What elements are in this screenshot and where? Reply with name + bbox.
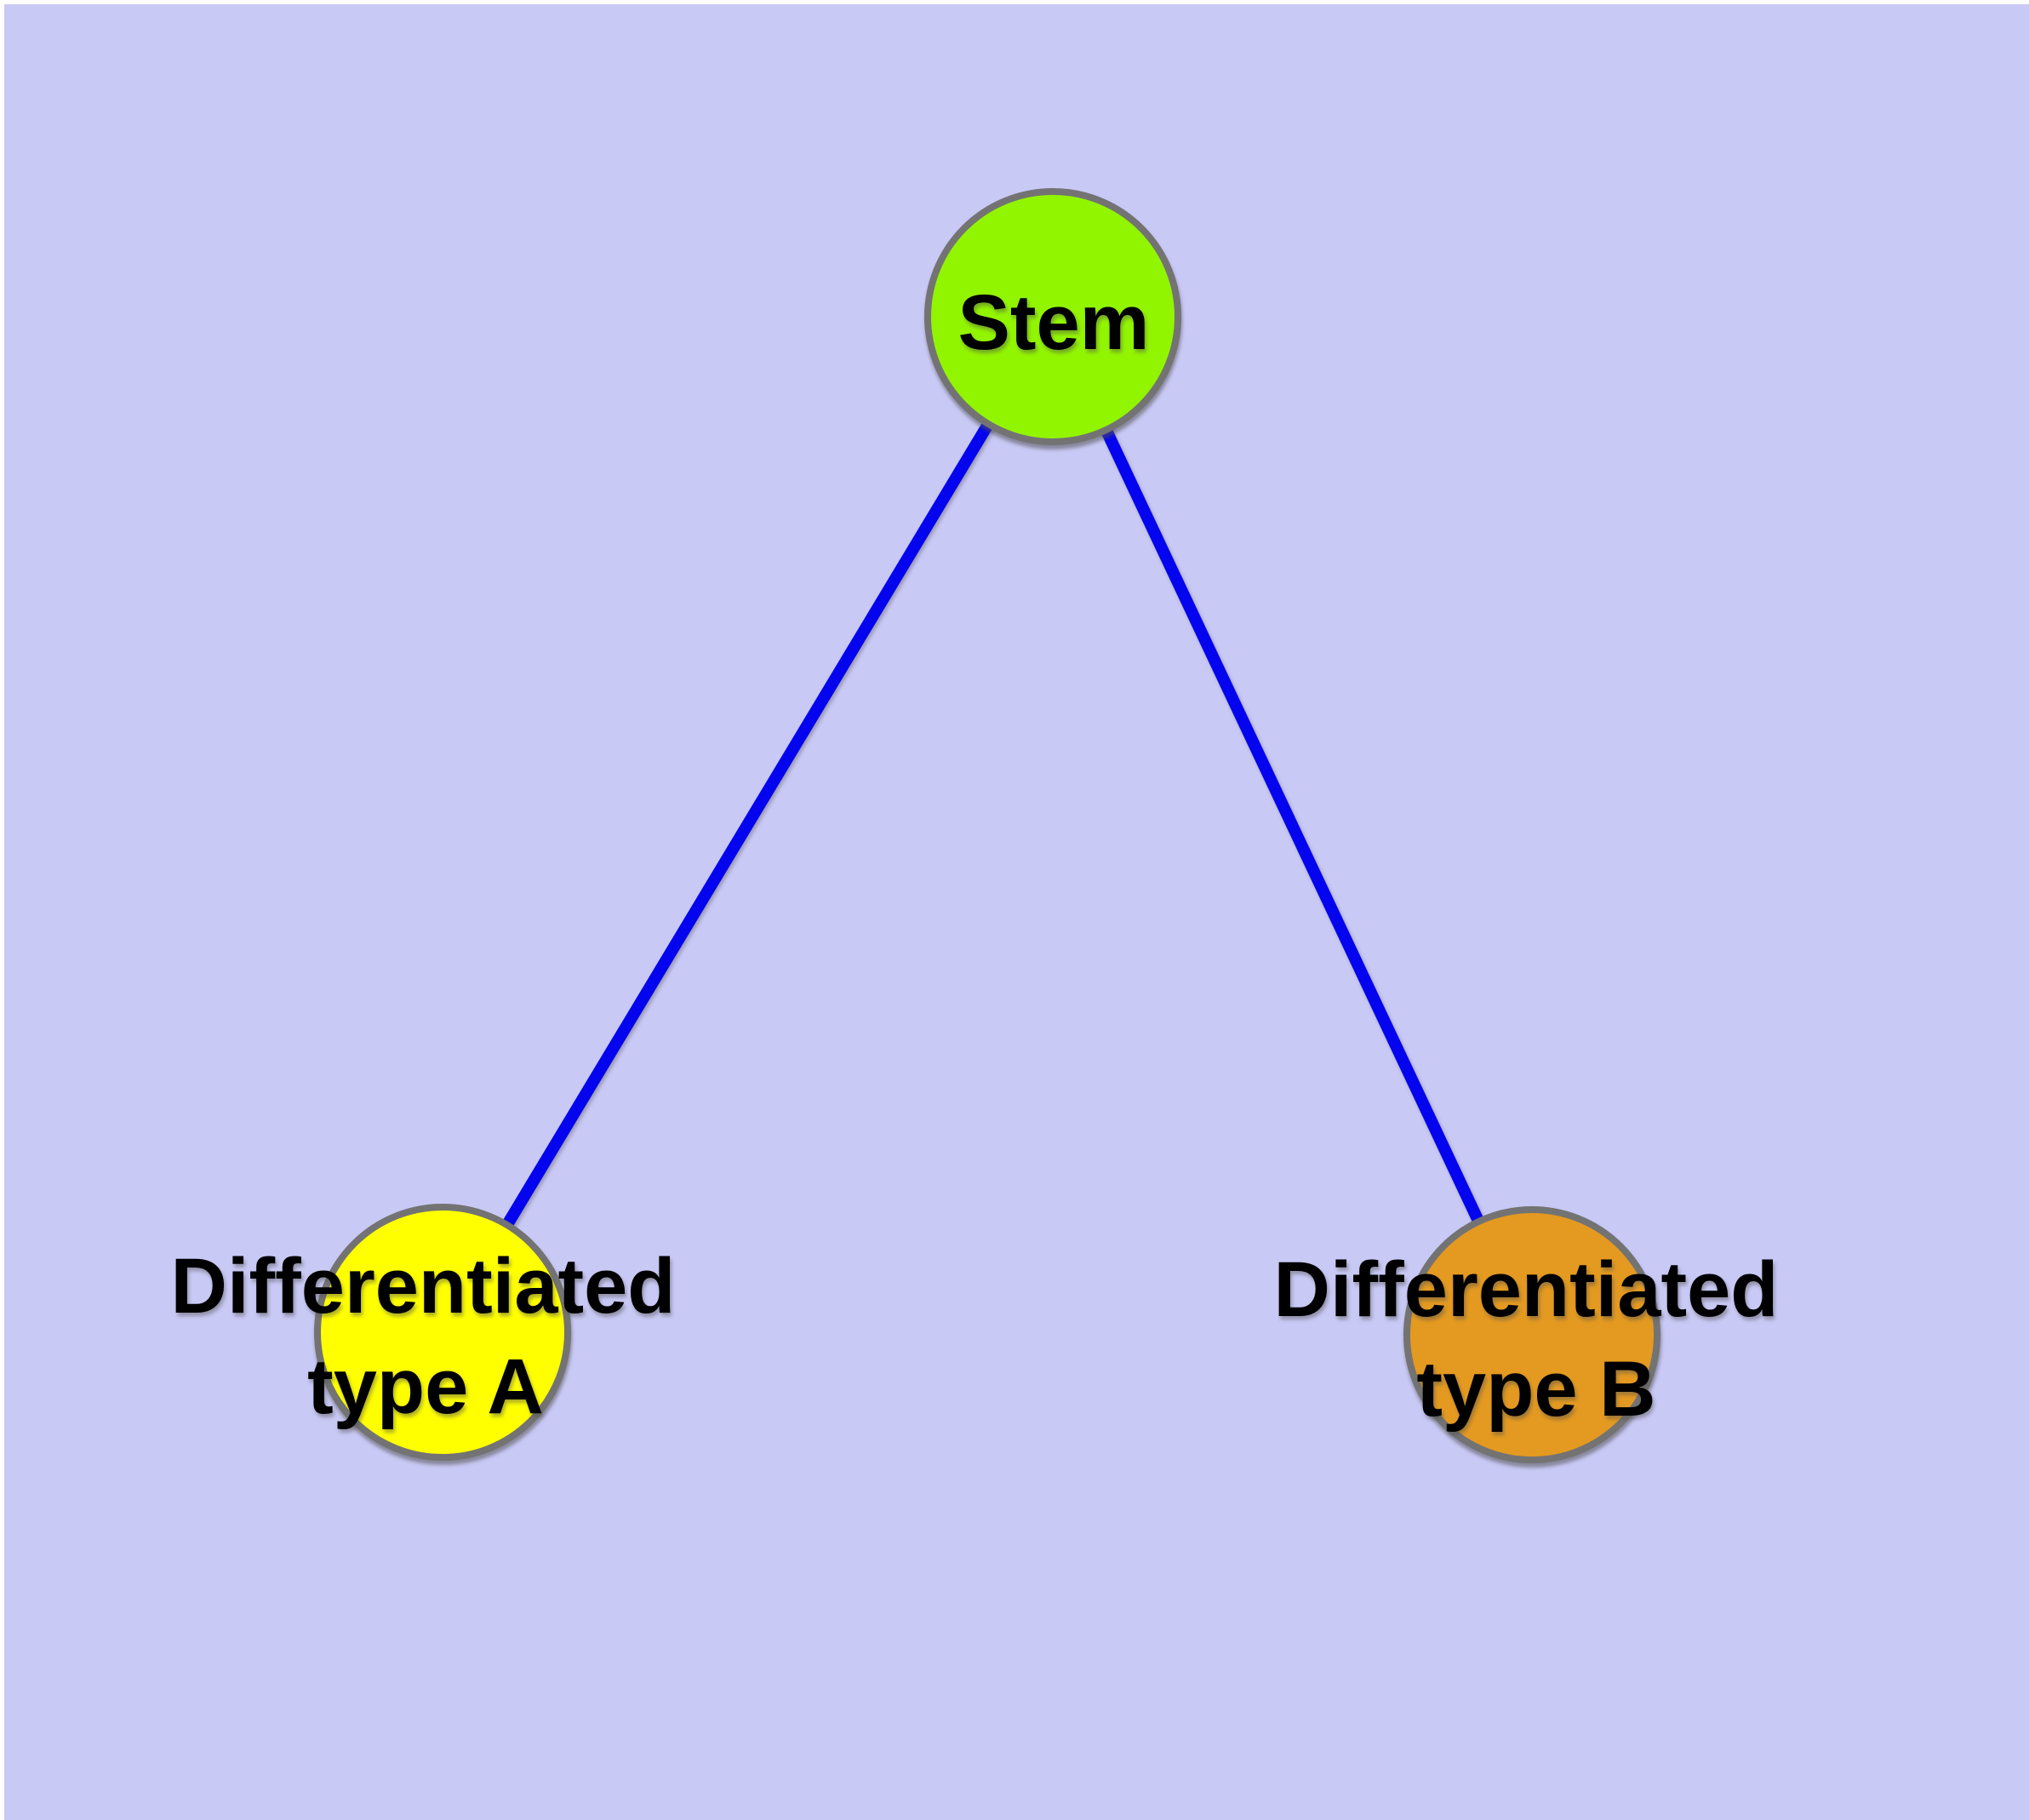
- type-b-node-label-line2: type B: [1416, 1346, 1655, 1433]
- edge-stem-to-type-b: [1047, 314, 1538, 1337]
- type-a-node[interactable]: [314, 1204, 571, 1461]
- edge-stem-to-type-a: [437, 313, 1058, 1336]
- type-b-node[interactable]: [1403, 1206, 1660, 1463]
- type-a-node-label-line2: type A: [307, 1343, 544, 1430]
- type-a-node-label-line1: Differentiated: [171, 1243, 676, 1330]
- stem-node[interactable]: [924, 188, 1181, 445]
- stem-node-label: Stem: [958, 279, 1150, 366]
- type-b-node-label-line1: Differentiated: [1274, 1246, 1779, 1333]
